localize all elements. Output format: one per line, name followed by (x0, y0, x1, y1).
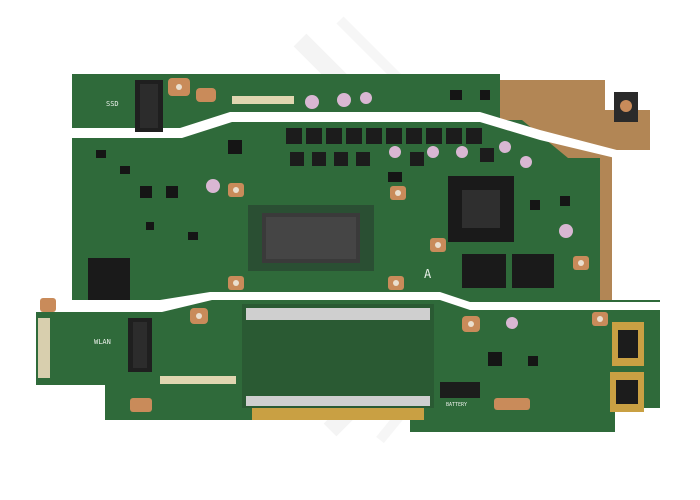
ssd-slot (135, 80, 163, 132)
battery-connector (440, 382, 480, 398)
ssd-label: SSD (106, 100, 119, 108)
zone-a-label: A (424, 267, 432, 281)
dc-jack (614, 92, 638, 122)
top-capacitors (206, 92, 573, 329)
wlan-slot (128, 318, 152, 372)
wlan-label: WLAN (94, 338, 111, 346)
left-edge-connector (38, 318, 50, 378)
board-upper-section (72, 74, 650, 300)
vrm-inductors (286, 128, 494, 166)
small-components (96, 90, 570, 366)
usb-ports (610, 322, 644, 412)
battery-label: BATTERY (446, 402, 467, 408)
cpu-package (248, 205, 374, 271)
ram-slot (242, 304, 434, 420)
bottom-ribbon-connector (160, 376, 236, 384)
hole-centers (176, 84, 603, 327)
upper-cut-band (72, 112, 640, 164)
vram-chips (462, 254, 554, 288)
pch-chip (88, 258, 130, 300)
top-ribbon-connector (232, 96, 294, 104)
lower-cut-band (36, 292, 660, 312)
gpu-chip (448, 176, 514, 242)
